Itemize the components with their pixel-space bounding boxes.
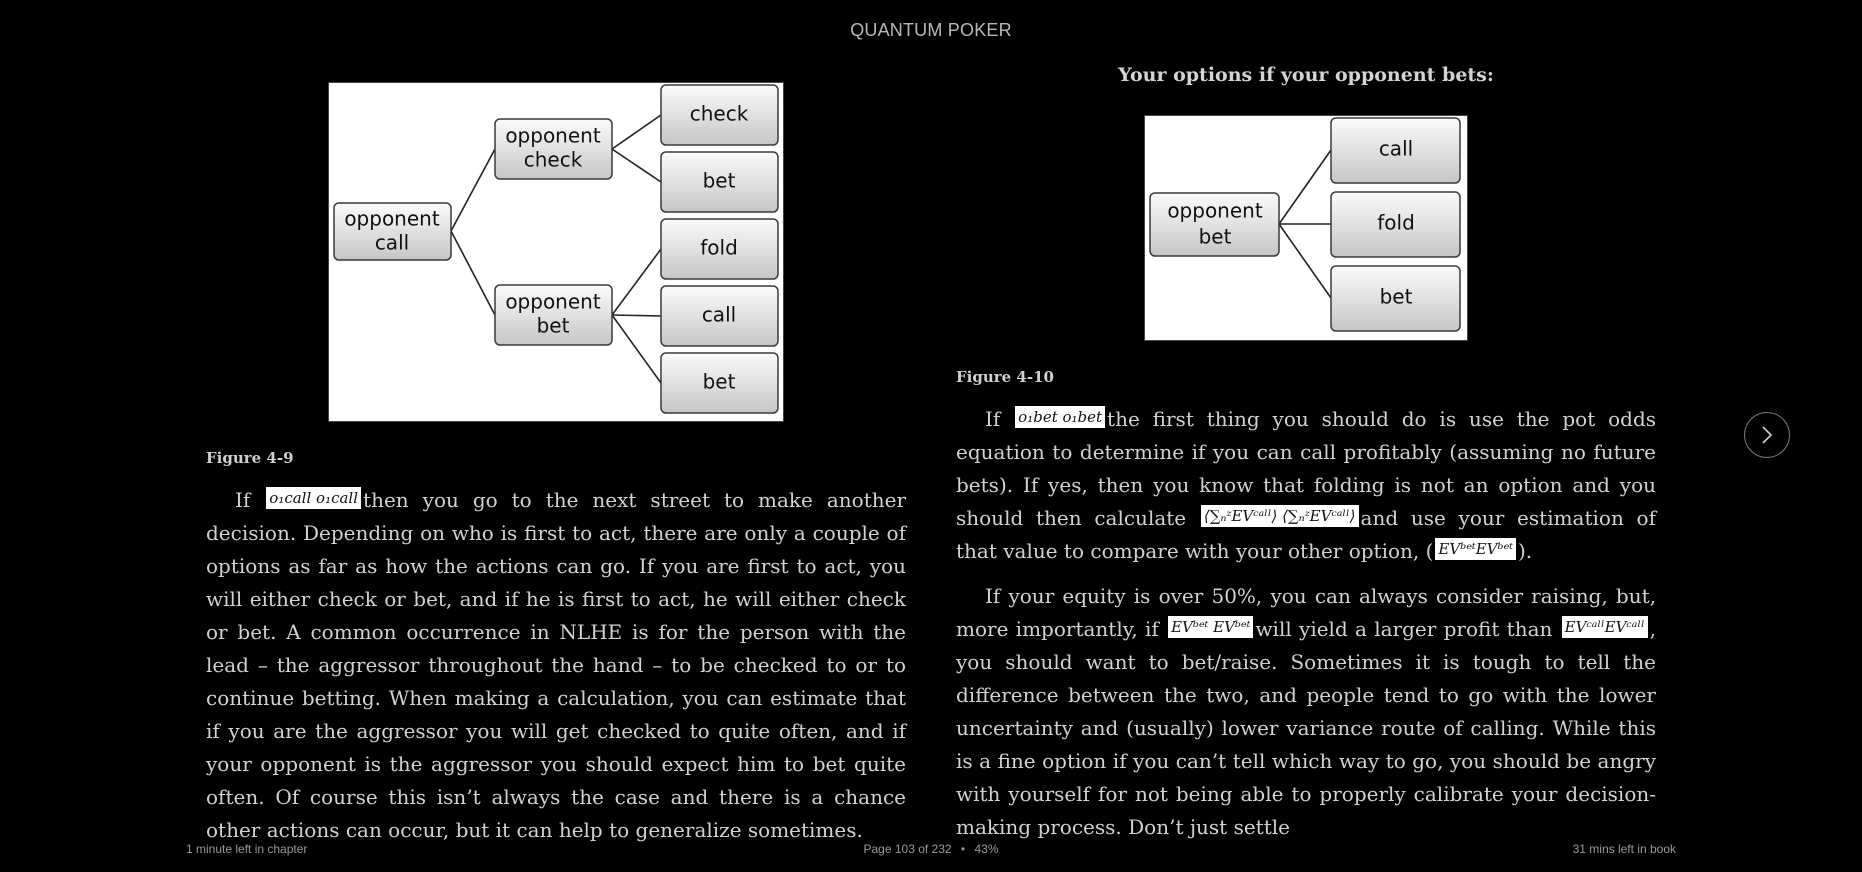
svg-text:bet: bet — [1199, 225, 1232, 249]
figure-4-9-caption: Figure 4-9 — [206, 449, 294, 467]
percent-read: 43% — [974, 842, 999, 856]
svg-text:opponent: opponent — [344, 207, 440, 231]
svg-text:call: call — [702, 303, 736, 327]
math-o1call: o₁call o₁call — [266, 487, 362, 509]
svg-text:call: call — [1379, 137, 1413, 161]
svg-text:fold: fold — [700, 236, 738, 260]
svg-text:bet: bet — [537, 314, 570, 338]
figure-4-9-leaf-fold: fold — [660, 218, 779, 280]
figure-4-9-connectors — [450, 114, 662, 384]
math-ev-bet: EVᵇᵉᵗEVᵇᵉᵗ — [1435, 538, 1516, 560]
figure-4-10-connectors — [1278, 149, 1332, 299]
math-ev-call: EVᶜᵃˡˡEVᶜᵃˡˡ — [1561, 616, 1648, 638]
math-o1bet: o₁bet o₁bet — [1015, 406, 1106, 428]
footer-separator: • — [960, 842, 966, 856]
math-ev-bet-2: EVᵇᵉᵗ EVᵇᵉᵗ — [1168, 616, 1254, 638]
chapter-time-left: 1 minute left in chapter — [186, 842, 308, 856]
figure-4-10-caption: Figure 4-10 — [956, 368, 1054, 386]
figure-4-9: opponent call opponent check opponent be… — [328, 82, 784, 422]
svg-text:opponent: opponent — [505, 124, 601, 148]
figure-4-9-leaf-bet: bet — [660, 151, 779, 213]
figure-4-10: opponent bet call fold bet — [1144, 115, 1468, 341]
svg-text:opponent: opponent — [505, 290, 601, 314]
svg-text:opponent: opponent — [1167, 199, 1263, 223]
svg-text:fold: fold — [1377, 211, 1415, 235]
figure-4-10-leaf-call: call — [1330, 117, 1461, 184]
figure-4-9-branch-check-node: opponent check — [494, 118, 613, 180]
page-number: Page 103 of 232 — [863, 842, 952, 856]
math-sum-ev-call: ⟨∑ₙᶻEVᶜᵃˡˡ⟩ ⟨∑ₙᶻEVᶜᵃˡˡ⟩ — [1200, 505, 1359, 527]
figure-4-9-branch-bet-node: opponent bet — [494, 284, 613, 346]
right-paragraph-2: If your equity is over 50%, you can alwa… — [956, 584, 1656, 839]
book-title: QUANTUM POKER — [850, 20, 1012, 40]
svg-text:bet: bet — [703, 169, 736, 193]
page-progress: Page 103 of 232 • 43% — [0, 842, 1862, 856]
svg-text:bet: bet — [1380, 285, 1413, 309]
figure-4-9-leaf-check: check — [660, 84, 779, 146]
figure-4-9-leaf-bet-2: bet — [660, 352, 779, 414]
svg-text:check: check — [690, 102, 749, 126]
next-page-button[interactable] — [1744, 412, 1790, 458]
figure-4-9-leaf-call: call — [660, 285, 779, 347]
figure-4-10-root-node: opponent bet — [1149, 192, 1280, 257]
section-heading: Your options if your opponent bets: — [1118, 64, 1494, 86]
figure-4-10-leaf-bet: bet — [1330, 265, 1461, 332]
chevron-right-icon — [1762, 426, 1773, 444]
book-time-left: 31 mins left in book — [1572, 842, 1676, 856]
figure-4-10-leaf-fold: fold — [1330, 191, 1461, 258]
svg-text:call: call — [375, 231, 409, 255]
svg-text:check: check — [524, 148, 583, 172]
figure-4-9-root-node: opponent call — [333, 202, 452, 261]
svg-text:bet: bet — [703, 370, 736, 394]
